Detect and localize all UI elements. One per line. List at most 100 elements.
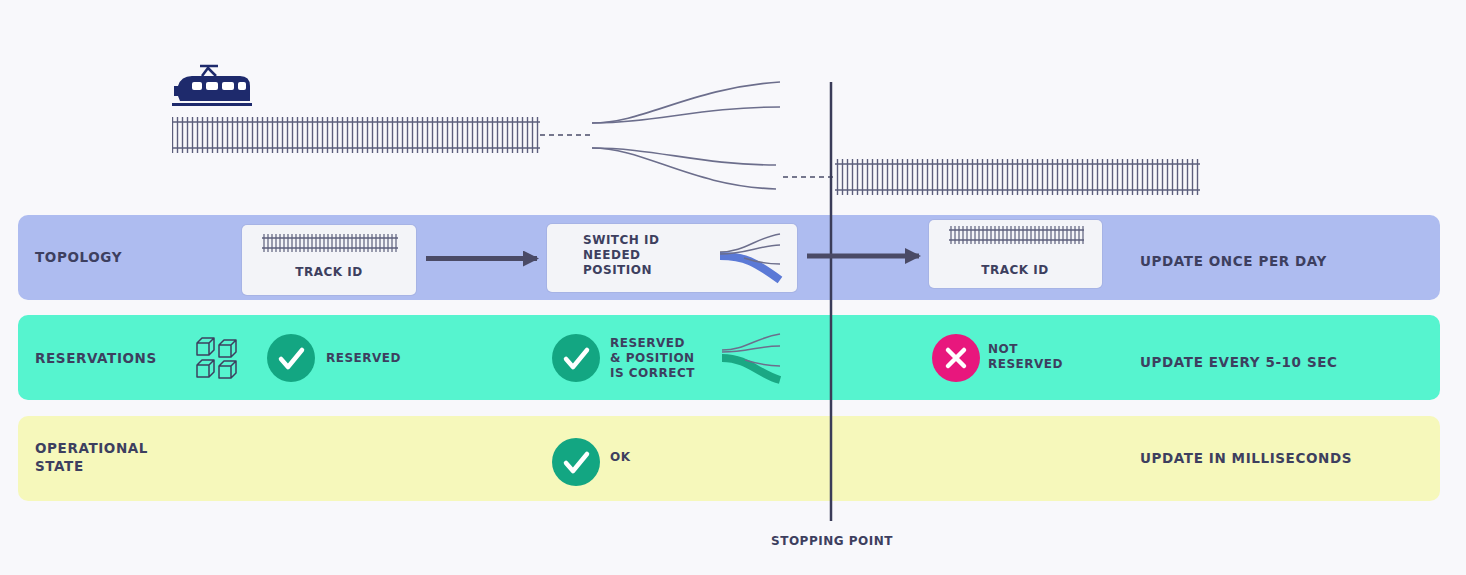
text-slot: TRACK ID — [295, 265, 362, 280]
text-slot: SWITCH ID NEEDED POSITION — [583, 233, 683, 278]
update-rate: UPDATE IN MILLISECONDS — [1140, 449, 1352, 467]
text-slot: STOPPING POINT — [771, 534, 893, 549]
status-label: RESERVED — [326, 351, 401, 366]
track-icon-part — [1062, 226, 1063, 244]
cross-icon-part — [948, 350, 964, 366]
blocks-icon-part-part — [197, 360, 214, 377]
track-icon-part — [347, 234, 348, 252]
track-icon-part — [323, 234, 324, 252]
track-icon-part — [1034, 226, 1035, 244]
track-icon-part — [1022, 226, 1023, 244]
switch-reserved-icon-part — [722, 358, 780, 380]
track-icon-part — [315, 234, 316, 252]
track-icon-part — [262, 237, 398, 238]
track-icon-part — [287, 234, 288, 252]
track-icon-part — [275, 234, 276, 252]
track-box: TRACK ID — [929, 220, 1102, 288]
track-icon-part — [1026, 226, 1027, 244]
track-icon-part — [1078, 226, 1079, 244]
stopping-point-label: STOPPING POINT — [771, 534, 893, 549]
track-icon-part — [371, 234, 372, 252]
track-icon-part — [1054, 226, 1055, 244]
text-slot: OPERATIONAL STATE — [35, 439, 175, 475]
track-icon-part — [303, 234, 304, 252]
track-icon-part — [970, 226, 971, 244]
switch-drawing-part — [592, 148, 776, 189]
switch-reserved-icon-part — [722, 346, 780, 352]
track-icon-part — [949, 239, 1084, 240]
track-icon-part — [262, 247, 398, 248]
track-icon-part — [267, 234, 268, 252]
track-icon-part — [311, 234, 312, 252]
stopping-line — [830, 82, 833, 521]
text-slot: RESERVED & POSITION IS CORRECT — [610, 336, 698, 381]
track-icon-part — [383, 234, 384, 252]
track-icon-part — [379, 234, 380, 252]
track-icon-part — [299, 234, 300, 252]
band-title: OPERATIONAL STATE — [35, 439, 175, 475]
check-icon — [267, 334, 315, 382]
check-icon-part — [267, 334, 315, 382]
check-icon — [552, 438, 600, 486]
track-icon-part — [359, 234, 360, 252]
track-icon-part — [335, 234, 336, 252]
train-icon-part — [200, 66, 218, 76]
blocks-icon-part — [219, 340, 236, 357]
text-slot: UPDATE EVERY 5-10 SEC — [1140, 353, 1338, 371]
track-icon-part — [351, 234, 352, 252]
reservations-band: RESERVATIONS UPDATE EVERY 5-10 SEC — [18, 315, 1440, 400]
switch-box: SWITCH ID NEEDED POSITION — [547, 224, 797, 292]
track-icon-part — [1046, 226, 1047, 244]
check-icon — [552, 334, 600, 382]
text-slot: RESERVED — [326, 351, 401, 366]
switch-icon-part-part — [720, 245, 780, 254]
track-icon-part — [998, 226, 999, 244]
track-icon-part — [263, 234, 264, 252]
text-slot: TRACK ID — [981, 263, 1048, 278]
band-title: TOPOLOGY — [35, 248, 195, 266]
switch-reserved-icon-part — [722, 334, 780, 350]
track-icon-part — [295, 234, 296, 252]
track-icon-part — [954, 226, 955, 244]
track-icon-part — [1058, 226, 1059, 244]
text-slot: NOT RESERVED — [988, 342, 1058, 372]
track-icon-part — [1030, 226, 1031, 244]
box-label: TRACK ID — [981, 263, 1048, 278]
track-left — [172, 117, 540, 153]
dashed-link — [783, 176, 835, 178]
blocks-icon-part-part — [219, 361, 236, 378]
track-icon-part — [949, 229, 1084, 230]
track-icon-part — [343, 234, 344, 252]
operational-band: OPERATIONAL STATE UPDATE IN MILLISECONDS — [18, 416, 1440, 501]
blocks-icon-part — [197, 338, 214, 355]
switch-icon-part-part — [720, 256, 780, 280]
text-slot: UPDATE IN MILLISECONDS — [1140, 449, 1352, 467]
check-icon-part — [552, 438, 600, 486]
track-icon-part — [375, 234, 376, 252]
track-icon-part — [950, 226, 951, 244]
track-icon-part — [1050, 226, 1051, 244]
track-icon-part — [355, 234, 356, 252]
topology-band: TRACK ID SWITCH ID NEEDED POSITION TRACK I… — [18, 215, 1440, 300]
track-icon-part — [291, 234, 292, 252]
text-slot: RESERVATIONS — [35, 349, 195, 367]
check-icon-part — [552, 334, 600, 382]
status-label: RESERVED & POSITION IS CORRECT — [610, 336, 698, 381]
switch-drawing-part — [592, 82, 780, 123]
train-icon-part — [238, 82, 246, 90]
track-icon — [242, 225, 416, 295]
switch-reserved-icon-part — [745, 360, 780, 366]
track-icon-part — [339, 234, 340, 252]
track-icon-part — [367, 234, 368, 252]
blocks-icon — [197, 338, 236, 378]
track-icon-part — [1014, 226, 1015, 244]
track-icon-part — [387, 234, 388, 252]
track-icon-part — [363, 234, 364, 252]
track-icon-part — [1066, 226, 1067, 244]
track-icon-part — [986, 226, 987, 244]
operational-band — [18, 416, 1440, 501]
switch-icon-part-part — [744, 258, 780, 264]
track-icon-part — [395, 234, 396, 252]
blocks-icon-part-part — [197, 338, 214, 355]
switch-drawing-part — [592, 107, 780, 123]
